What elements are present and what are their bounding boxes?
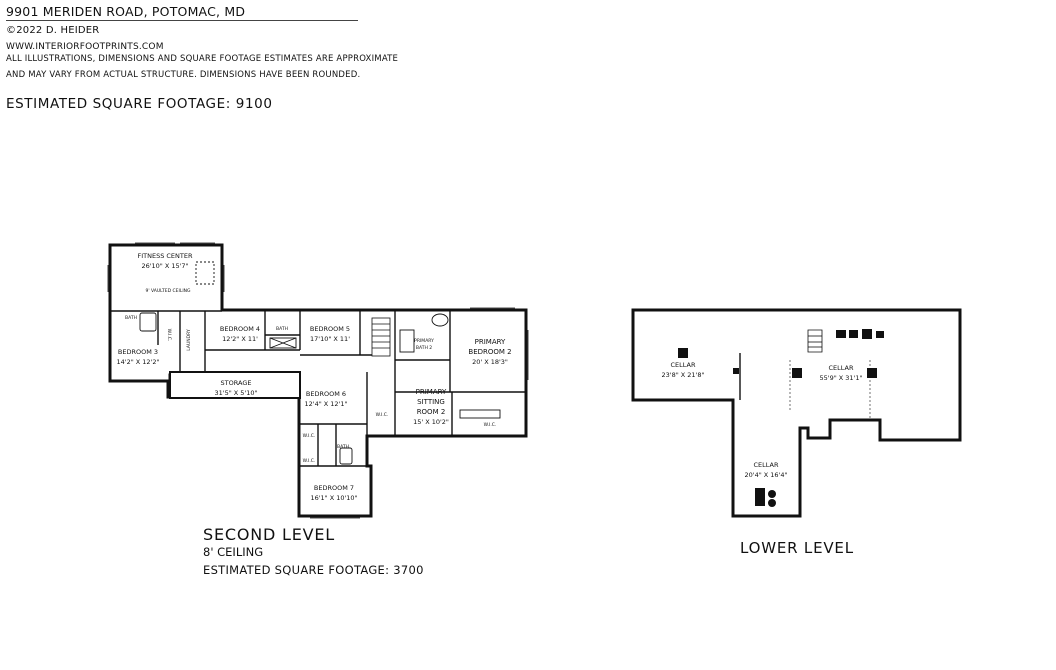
sitting-room-label-2: SITTING bbox=[417, 398, 445, 406]
wic-a-label: W.I.C. bbox=[166, 329, 172, 342]
primary-bedroom-label-1: PRIMARY bbox=[475, 338, 506, 346]
cellar-3-dims: 20'4" X 16'4" bbox=[745, 471, 788, 479]
wic-b-label: W.I.C. bbox=[376, 412, 389, 418]
lower-level-title: LOWER LEVEL bbox=[740, 539, 854, 557]
bath-fixtures bbox=[139, 261, 501, 465]
cellar-2-dims: 55'9" X 31'1" bbox=[820, 374, 863, 382]
interior-walls bbox=[110, 310, 526, 467]
bedroom-3-label: BEDROOM 3 bbox=[118, 348, 158, 356]
primary-bath-label-2: BATH 2 bbox=[416, 345, 432, 351]
second-level-outer-wall bbox=[108, 243, 528, 518]
bath-c-label: BATH bbox=[337, 444, 349, 450]
wic-c-label: W.I.C. bbox=[484, 422, 497, 428]
bedroom-6-dims: 12'4" X 12'1" bbox=[305, 400, 348, 408]
copyright-notice: ©2022 D. HEIDER bbox=[6, 25, 100, 36]
disclaimer-line-1: ALL ILLUSTRATIONS, DIMENSIONS AND SQUARE… bbox=[6, 54, 399, 64]
primary-bedroom-label-2: BEDROOM 2 bbox=[468, 348, 511, 356]
fitness-center-dims: 26'10" X 15'7" bbox=[141, 262, 188, 270]
cellar-2-label: CELLAR bbox=[828, 364, 853, 372]
second-level-square-footage: ESTIMATED SQUARE FOOTAGE: 3700 bbox=[203, 563, 424, 577]
storage-label: STORAGE bbox=[221, 379, 252, 387]
cellar-1-label: CELLAR bbox=[670, 361, 695, 369]
address-underline bbox=[6, 20, 358, 21]
lower-level-plan bbox=[631, 308, 962, 518]
sitting-room-dims: 15' X 10'2" bbox=[413, 418, 449, 426]
window-marks bbox=[107, 242, 529, 519]
property-address: 9901 MERIDEN ROAD, POTOMAC, MD bbox=[6, 4, 246, 19]
storage-dims: 31'5" X 5'10" bbox=[215, 389, 258, 397]
primary-bath-label-1: PRIMARY bbox=[414, 338, 434, 344]
total-square-footage: ESTIMATED SQUARE FOOTAGE: 9100 bbox=[6, 96, 273, 112]
cellar-1-dims: 23'8" X 21'8" bbox=[662, 371, 705, 379]
bedroom-4-dims: 12'2" X 11' bbox=[222, 335, 258, 343]
bedroom-5-dims: 17'10" X 11' bbox=[310, 335, 350, 343]
second-level-plan bbox=[107, 242, 529, 519]
disclaimer-line-2: AND MAY VARY FROM ACTUAL STRUCTURE. DIME… bbox=[6, 70, 361, 80]
second-level-ceiling: 8' CEILING bbox=[203, 545, 264, 559]
wic-d-label: W.I.C. bbox=[303, 433, 316, 439]
bedroom-4-label: BEDROOM 4 bbox=[220, 325, 260, 333]
website-link[interactable]: WWW.INTERIORFOOTPRINTS.COM bbox=[6, 42, 164, 52]
bedroom-7-dims: 16'1" X 10'10" bbox=[310, 494, 357, 502]
fitness-center-ceiling-note: 9' VAULTED CEILING bbox=[145, 288, 191, 294]
lower-level-hatch bbox=[789, 360, 871, 420]
lower-level-room-labels: CELLAR 23'8" X 21'8" CELLAR 55'9" X 31'1… bbox=[662, 361, 863, 479]
second-level-room-labels: FITNESS CENTER 26'10" X 15'7" 9' VAULTED… bbox=[117, 252, 512, 502]
bath-b-label: BATH bbox=[276, 326, 288, 332]
second-level-title: SECOND LEVEL bbox=[203, 525, 335, 544]
storage-room-outline bbox=[169, 371, 301, 399]
wic-e-label: W.I.C. bbox=[303, 458, 316, 464]
bedroom-6-label: BEDROOM 6 bbox=[306, 390, 346, 398]
cellar-3-label: CELLAR bbox=[753, 461, 778, 469]
sitting-room-label-3: ROOM 2 bbox=[417, 408, 446, 416]
bath-a-label: BATH bbox=[125, 315, 137, 321]
primary-bedroom-dims: 20' X 18'3" bbox=[472, 358, 508, 366]
mechanical-equipment bbox=[678, 329, 884, 507]
staircase bbox=[371, 317, 391, 357]
lower-level-column bbox=[733, 368, 739, 374]
bedroom-5-label: BEDROOM 5 bbox=[310, 325, 350, 333]
bedroom-3-dims: 14'2" X 12'2" bbox=[117, 358, 160, 366]
lower-level-outer-wall bbox=[631, 308, 962, 518]
fitness-center-label: FITNESS CENTER bbox=[137, 252, 192, 260]
laundry-label: LAUNDRY bbox=[186, 329, 192, 351]
bedroom-7-label: BEDROOM 7 bbox=[314, 484, 354, 492]
lower-stairs bbox=[807, 329, 823, 353]
sitting-room-label-1: PRIMARY bbox=[416, 388, 447, 396]
